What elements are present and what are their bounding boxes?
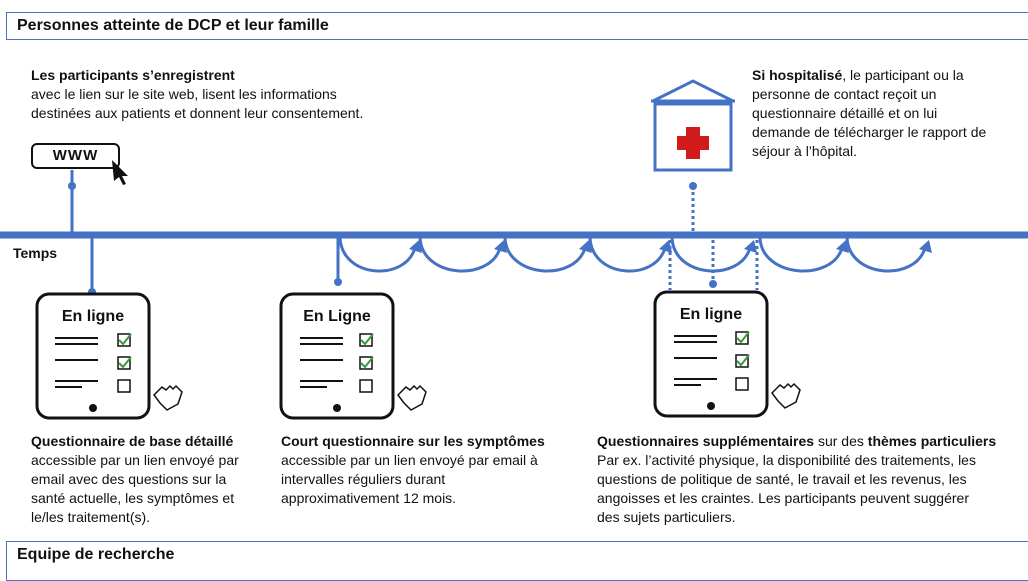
- tablet-1-title: En ligne: [61, 308, 125, 325]
- loop-arrow-icon: [845, 237, 927, 273]
- short-heading: Court questionnaire sur les symptômes: [281, 433, 545, 449]
- hospital-line-4: demande de télécharger le rapport de: [752, 124, 987, 140]
- extra-heading-mid: sur des: [814, 433, 868, 449]
- registration-line-2: destinées aux patients et donnent leur c…: [31, 105, 364, 121]
- hand-pointer-icon: [771, 382, 801, 409]
- baseline-line-4: le/les traitement(s).: [31, 509, 151, 525]
- hospital-icon: [651, 79, 735, 172]
- hospital-heading: Si hospitalisé: [752, 67, 843, 83]
- research-team-section-title: Equipe de recherche: [17, 546, 175, 563]
- extra-line-4: des sujets particuliers.: [597, 509, 736, 525]
- registration-line-1: avec le lien sur le site web, lisent les…: [31, 86, 337, 102]
- tablet-2-title: En Ligne: [303, 308, 371, 325]
- tablet-icon: [35, 292, 151, 420]
- loop-arrow-icon: [758, 237, 844, 273]
- participants-section-title: Personnes atteinte de DCP et leur famill…: [17, 17, 329, 34]
- cursor-icon: [112, 160, 128, 185]
- hospital-line-5: séjour à l’hôpital.: [752, 143, 858, 159]
- hospital-line-3: questionnaire détaillé et on lui: [752, 105, 938, 121]
- baseline-text: Questionnaire de base détaillé accessibl…: [31, 432, 239, 527]
- registration-heading: Les participants s’enregistrent: [31, 67, 235, 83]
- short-line-1: accessible par un lien envoyé par email …: [281, 452, 538, 468]
- registration-text: Les participants s’enregistrent avec le …: [31, 66, 363, 123]
- hand-pointer-icon: [153, 384, 183, 411]
- www-link-icon: WWW: [31, 143, 120, 169]
- extra-line-2: questions de politique de santé, le trav…: [597, 471, 967, 487]
- tablet-3: En ligne: [655, 292, 767, 323]
- hospital-line-2: personne de contact reçoit un: [752, 86, 937, 102]
- participants-section-header: Personnes atteinte de DCP et leur famill…: [6, 12, 1028, 40]
- baseline-line-3: santé actuelle, les symptômes et: [31, 490, 235, 506]
- baseline-line-1: accessible par un lien envoyé par: [31, 452, 239, 468]
- hospital-line-1: , le participant ou la: [842, 67, 964, 83]
- loop-arrow-icon: [503, 237, 587, 273]
- short-text: Court questionnaire sur les symptômes ac…: [281, 432, 545, 508]
- extra-heading-2: thèmes particuliers: [867, 433, 997, 449]
- extra-line-3: angoisses et les craintes. Les participa…: [597, 490, 969, 506]
- loop-arrow-icon: [338, 237, 417, 273]
- loop-arrow-icon: [670, 237, 752, 273]
- hospital-text: Si hospitalisé, le participant ou la per…: [752, 66, 986, 161]
- tablet-1: En ligne: [37, 294, 149, 325]
- tablet-icon: [653, 290, 769, 418]
- baseline-line-2: email avec des questions sur la: [31, 471, 227, 487]
- short-line-3: approximativement 12 mois.: [281, 490, 457, 506]
- tablet-2: En Ligne: [281, 294, 393, 325]
- extra-text: Questionnaires supplémentaires sur des t…: [597, 432, 996, 527]
- hand-pointer-icon: [397, 384, 427, 411]
- extra-heading-1: Questionnaires supplémentaires: [597, 433, 815, 449]
- baseline-heading: Questionnaire de base détaillé: [31, 433, 234, 449]
- loop-arrow-icon: [418, 237, 502, 273]
- time-axis-label: Temps: [13, 245, 58, 261]
- tablet-3-title: En ligne: [679, 306, 743, 323]
- extra-line-1: Par ex. l’activité physique, la disponib…: [597, 452, 976, 468]
- loop-arrow-icon: [588, 237, 667, 273]
- tablet-icon: [279, 292, 395, 420]
- short-line-2: intervalles réguliers durant: [281, 471, 446, 487]
